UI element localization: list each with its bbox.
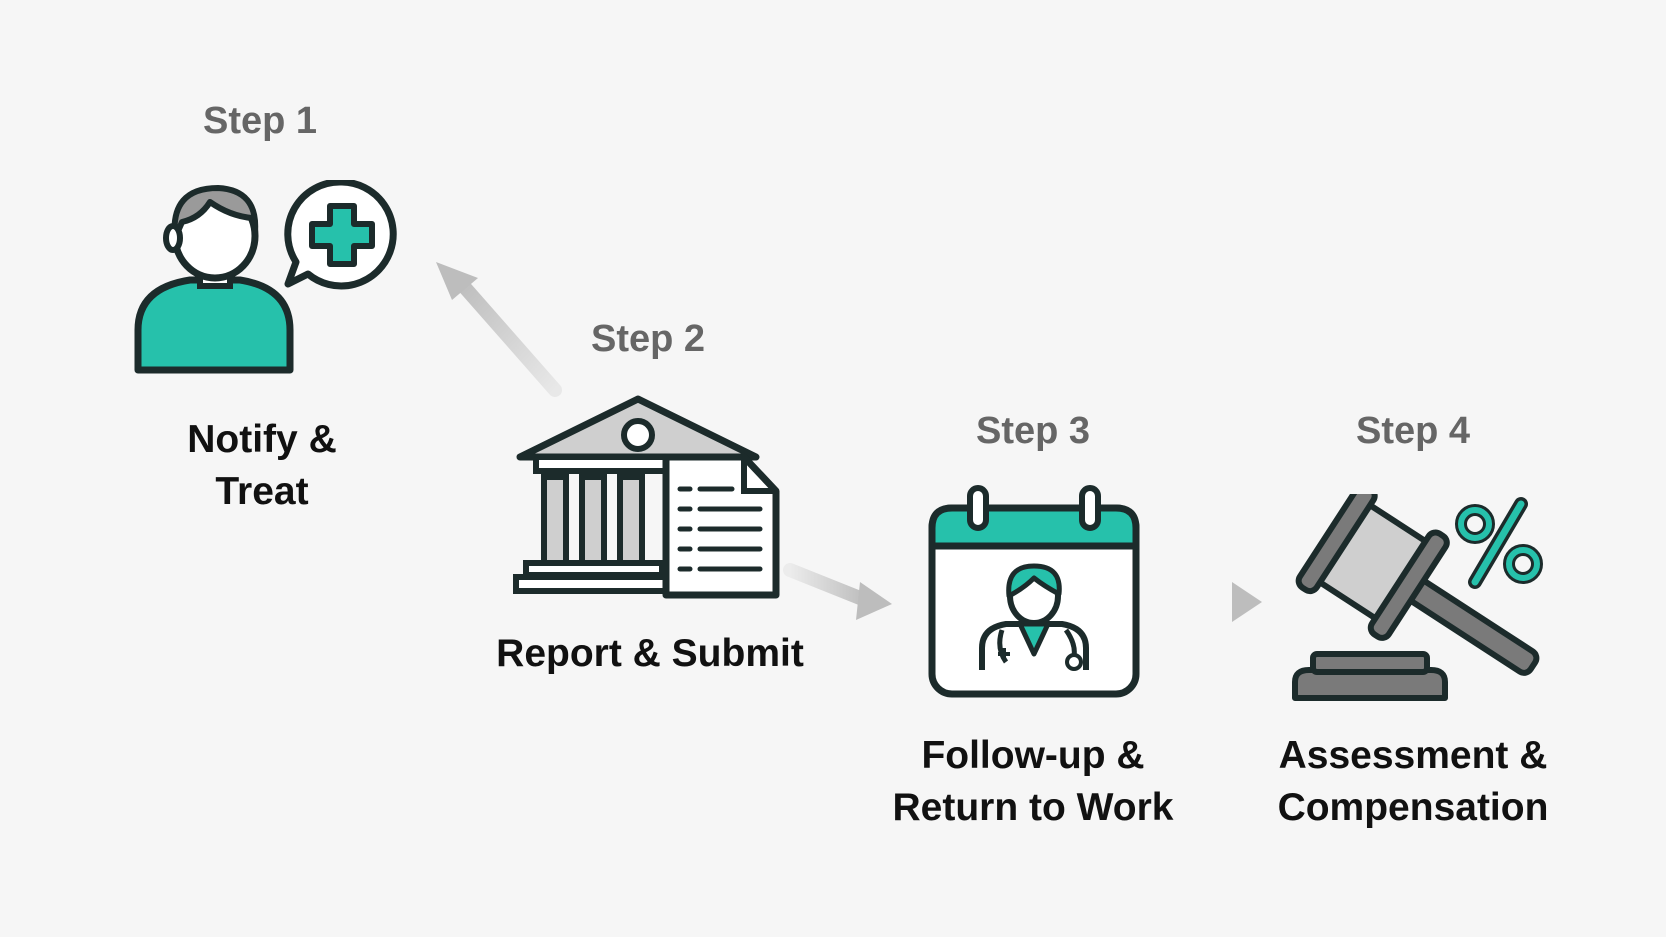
step-2-title-line-1: Report & Submit xyxy=(496,632,804,675)
step-1-title-line-2: Treat xyxy=(215,470,309,513)
step-2-label: Step 2 xyxy=(590,318,706,360)
person-medical-cross-icon xyxy=(134,180,397,374)
step-2-title: Report & Submit xyxy=(440,628,860,680)
institution-document-icon xyxy=(513,395,780,599)
step-1-title: Notify & Treat xyxy=(52,414,472,518)
step-4-title-line-2: Compensation xyxy=(1277,786,1549,829)
percent-icon xyxy=(1455,497,1543,589)
step-4-label: Step 4 xyxy=(1355,410,1471,452)
step-3-title-line-2: Return to Work xyxy=(892,786,1174,829)
arrow-step2-to-step3 xyxy=(783,563,892,620)
calendar-doctor-icon xyxy=(928,485,1140,698)
step-1-label: Step 1 xyxy=(202,100,318,142)
step-3-label: Step 3 xyxy=(975,410,1091,452)
step-3-title-line-1: Follow-up & xyxy=(921,734,1145,777)
arrow-step3-to-step4 xyxy=(1138,582,1262,622)
step-1-title-line-1: Notify & xyxy=(187,418,337,461)
step-3-title: Follow-up & Return to Work xyxy=(823,730,1243,834)
arrow-step2-to-step1 xyxy=(436,262,562,397)
gavel-percent-icon xyxy=(1292,494,1543,701)
step-4-title-line-1: Assessment & xyxy=(1278,734,1548,777)
step-4-title: Assessment & Compensation xyxy=(1203,730,1623,834)
